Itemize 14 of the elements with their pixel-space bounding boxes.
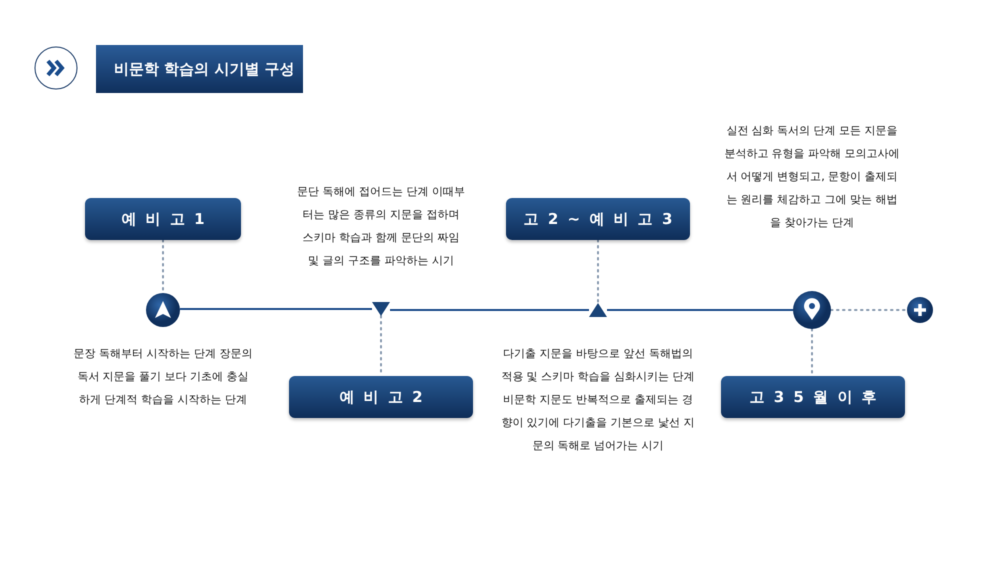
stage-box: 고 2 ~ 예 비 고 3 (506, 198, 690, 240)
stage-box: 고 3 5 월 이 후 (721, 376, 905, 418)
timeline-line (390, 309, 589, 311)
stage-box: 예 비 고 2 (289, 376, 473, 418)
dotted-connector (597, 239, 599, 304)
stage-description: 실전 심화 독서의 단계 모든 지문을 분석하고 유형을 파악해 모의고사에서 어떻게 변형되고, 문항이 출제되는 원리를 체감하고 그에 맞는 해법을 찾아가는 단계 (723, 123, 901, 231)
stage-box: 예 비 고 1 (85, 198, 241, 240)
timeline-line (607, 309, 793, 311)
stage-description: 문장 독해부터 시작하는 단계 장문의 독서 지문을 풀기 보다 기초에 충실하게 단계적 학습을 시작하는 단계 (73, 346, 253, 408)
stage-description: 문단 독해에 접어드는 단계 이때부터는 많은 종류의 지문을 접하며 스키마 학습과 함께 문단의 짜임 및 글의 구조를 파악하는 시기 (296, 184, 466, 269)
dotted-connector (830, 309, 908, 311)
stage-description: 다기출 지문을 바탕으로 앞선 독해법의 적용 및 스키마 학습을 심화시키는 단계 비문학 지문도 반복적으로 출제되는 경향이 있기에 다기출을 기본으로 낯선 지문의 독해로 넘어가는 시기 (500, 346, 696, 454)
title-banner: 비문학 학습의 시기별 구성 (96, 45, 303, 93)
timeline-line (180, 308, 372, 310)
